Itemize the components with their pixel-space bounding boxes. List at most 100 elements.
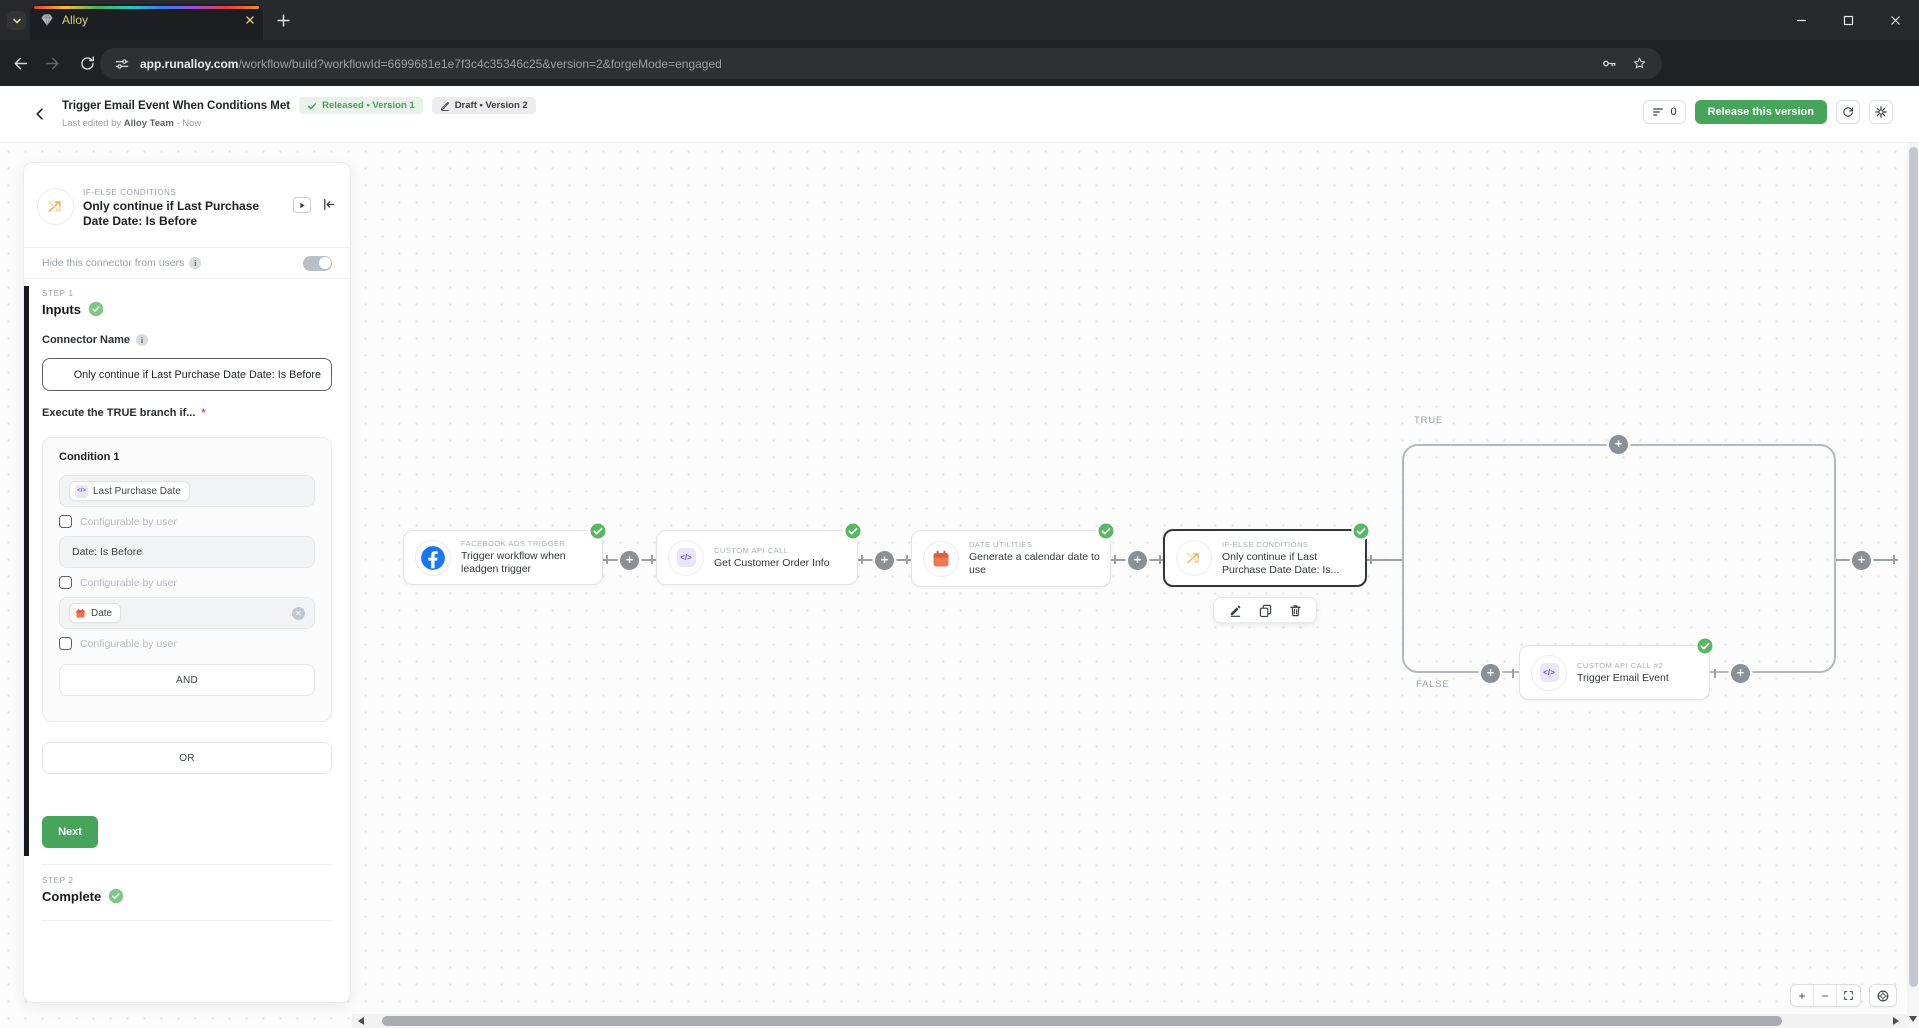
zoom-out-button[interactable]: − <box>1814 985 1837 1006</box>
hide-connector-toggle[interactable] <box>303 255 332 271</box>
browser-tab-strip: Alloy <box>0 0 1919 40</box>
edge-endpoint-tick <box>1159 555 1161 564</box>
and-button[interactable]: AND <box>59 664 315 696</box>
vertical-scrollbar-thumb[interactable] <box>1908 147 1918 987</box>
canvas-zoom-controls: + − <box>1790 984 1861 1007</box>
draft-version-badge: Draft • Version 2 <box>431 97 536 114</box>
close-window-button[interactable] <box>1872 0 1919 40</box>
step1-label: STEP 1 <box>42 289 74 298</box>
fit-view-button[interactable] <box>1837 985 1860 1006</box>
lifebuoy-icon <box>1877 990 1889 1001</box>
password-key-icon[interactable] <box>1600 55 1617 72</box>
operator-value: Date: Is Before <box>72 546 143 558</box>
node-custom-api-call[interactable]: </> CUSTOM API CALL Get Customer Order I… <box>656 521 863 585</box>
tab-search-chevron-button[interactable] <box>7 11 26 30</box>
or-button[interactable]: OR <box>42 742 332 774</box>
fullscreen-icon <box>1844 991 1853 1000</box>
scroll-down-arrow[interactable] <box>1909 1016 1917 1022</box>
true-branch-label: TRUE <box>1414 415 1444 426</box>
configurable-checkbox[interactable] <box>59 515 72 528</box>
panel-divider <box>42 920 332 921</box>
gear-icon <box>1875 106 1887 118</box>
connector-name-input[interactable]: Only continue if Last Purchase Date Date… <box>42 358 332 391</box>
node-if-else-conditions[interactable]: IF-ELSE CONDITIONS Only continue if Last… <box>1163 521 1371 587</box>
draft-badge-label: Draft • Version 2 <box>454 100 528 111</box>
configurable-checkbox[interactable] <box>59 637 72 650</box>
node-trigger-email-event[interactable]: </> CUSTOM API CALL #2 Trigger Email Eve… <box>1519 636 1715 700</box>
active-step-indicator <box>24 286 29 856</box>
workflow-header: Trigger Email Event When Conditions Met … <box>0 86 1919 143</box>
node-success-check-icon <box>843 521 863 546</box>
add-step-false-branch-button[interactable]: + <box>1481 664 1500 683</box>
window-controls <box>1778 0 1919 40</box>
release-version-button[interactable]: Release this version <box>1694 100 1827 124</box>
redo-circle-icon <box>1843 107 1854 117</box>
node-facebook-ads-trigger[interactable]: FACEBOOK ADS TRIGGER Trigger workflow wh… <box>403 521 608 585</box>
code-icon: </> <box>668 539 704 576</box>
reload-button[interactable] <box>72 48 102 78</box>
url-text: app.runalloy.com/workflow/build?workflow… <box>140 57 1600 71</box>
edge-node4-branch <box>1367 559 1402 561</box>
minimize-button[interactable] <box>1778 0 1825 40</box>
add-step-output-button[interactable]: + <box>1852 551 1871 570</box>
filter-lines-icon <box>1653 108 1664 116</box>
operand-chip[interactable]: </> Last Purchase Date <box>69 481 190 501</box>
site-settings-icon[interactable] <box>114 56 130 72</box>
canvas-help-button[interactable] <box>1869 984 1897 1007</box>
configurable-checkbox[interactable] <box>59 576 72 589</box>
value-chip-label: Date <box>91 607 113 619</box>
node-title: Generate a calendar date to use <box>969 551 1100 576</box>
zoom-in-button[interactable]: + <box>1791 985 1814 1006</box>
url-path: /workflow/build?workflowId=6699681e1e7f3… <box>238 56 722 71</box>
scroll-left-arrow[interactable] <box>358 1017 364 1025</box>
add-step-button[interactable]: + <box>1731 664 1750 683</box>
clear-value-icon[interactable]: ✕ <box>292 606 305 620</box>
scroll-right-arrow[interactable] <box>1893 1017 1899 1025</box>
add-step-button[interactable]: + <box>620 551 639 570</box>
new-tab-button[interactable] <box>272 9 294 31</box>
vertical-scrollbar <box>1907 143 1919 1028</box>
node-date-utilities[interactable]: DATE UTILITIES Generate a calendar date … <box>911 521 1116 587</box>
tab-close-icon[interactable] <box>245 15 255 25</box>
connector-title: Only continue if Last Purchase Date Date… <box>83 199 260 228</box>
forward-button[interactable] <box>38 48 68 78</box>
collapse-panel-icon[interactable] <box>321 197 336 212</box>
next-button[interactable]: Next <box>42 816 98 848</box>
edit-pencil-icon[interactable] <box>1229 604 1242 617</box>
condition-operand-field[interactable]: </> Last Purchase Date <box>59 475 315 507</box>
horizontal-scrollbar-thumb[interactable] <box>382 1016 1782 1026</box>
address-bar[interactable]: app.runalloy.com/workflow/build?workflow… <box>100 48 1662 79</box>
browser-tab[interactable]: Alloy <box>30 4 263 40</box>
calendar-icon <box>923 540 959 577</box>
step-complete-check-icon <box>109 888 124 904</box>
condition-value-field[interactable]: Date ✕ <box>59 597 315 629</box>
node-action-toolbar <box>1213 597 1317 623</box>
delete-trash-icon[interactable] <box>1289 604 1302 617</box>
bookmark-star-icon[interactable] <box>1631 55 1648 72</box>
back-button[interactable] <box>4 48 34 78</box>
back-to-workflows-button[interactable] <box>28 102 52 126</box>
add-step-button[interactable]: + <box>875 551 894 570</box>
chevron-left-icon <box>36 108 43 120</box>
configurable-row: Configurable by user <box>59 637 315 650</box>
add-step-true-branch-button[interactable]: + <box>1609 435 1628 454</box>
version-history-button[interactable] <box>1836 100 1860 124</box>
info-icon: i <box>189 257 202 269</box>
maximize-button[interactable] <box>1825 0 1872 40</box>
workflow-settings-button[interactable] <box>1869 100 1893 124</box>
help-video-button[interactable] <box>293 197 311 213</box>
add-step-button[interactable]: + <box>1128 551 1147 570</box>
changes-count-button[interactable]: 0 <box>1643 100 1686 124</box>
duplicate-icon[interactable] <box>1259 604 1272 617</box>
code-icon: </> <box>1531 654 1567 691</box>
value-chip[interactable]: Date <box>69 603 122 623</box>
workflow-canvas[interactable]: TRUE FALSE + + + + + + + <box>0 143 1919 1028</box>
condition-operator-field[interactable]: Date: Is Before <box>59 536 315 568</box>
info-icon: i <box>136 334 149 346</box>
node-type-label: CUSTOM API CALL <box>714 545 789 555</box>
node-title: Trigger workflow when leadgen trigger <box>461 550 566 575</box>
configurable-label: Configurable by user <box>80 515 177 528</box>
edge-endpoint-tick <box>906 555 908 564</box>
execute-true-branch-label: Execute the TRUE branch if... * <box>42 407 206 419</box>
node-title: Trigger Email Event <box>1577 671 1669 684</box>
